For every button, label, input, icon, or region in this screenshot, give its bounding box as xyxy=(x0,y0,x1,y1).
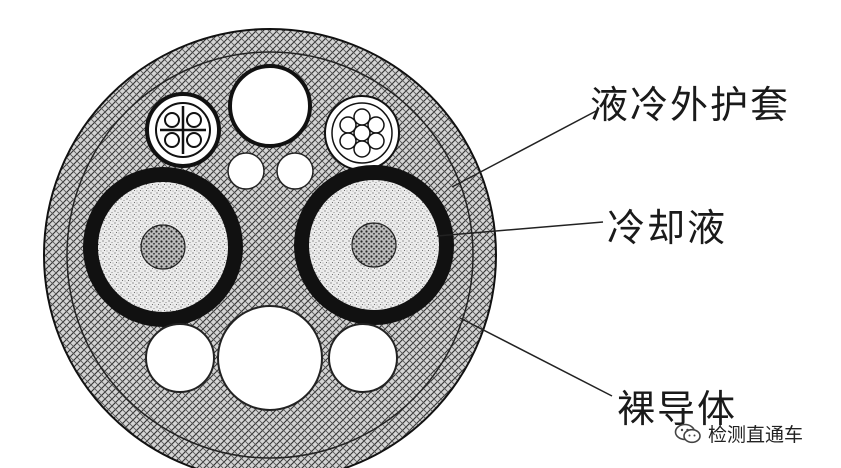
small-filler-left xyxy=(227,152,265,190)
right-power-core xyxy=(294,165,454,325)
label-jacket: 液冷外护套 xyxy=(590,83,791,127)
leader-line-coolant xyxy=(436,221,604,237)
label-coolant: 冷却液 xyxy=(607,206,728,250)
top-right-stranded-cable xyxy=(324,95,400,171)
leader-line-conductor xyxy=(459,317,613,397)
small-filler-right xyxy=(276,152,314,190)
top-center-white-core xyxy=(228,64,312,148)
wechat-icon xyxy=(674,423,702,445)
leader-line-jacket xyxy=(451,109,599,188)
watermark-text: 检测直通车 xyxy=(708,424,804,446)
label-conductor: 裸导体 xyxy=(617,387,738,431)
top-left-signal-cable xyxy=(145,92,221,168)
left-power-core xyxy=(83,167,243,327)
bottom-center-core xyxy=(217,305,323,411)
watermark: 检测直通车 xyxy=(674,420,803,447)
jacket-inner-boundary xyxy=(66,51,474,459)
bottom-left-core xyxy=(145,323,215,393)
bottom-right-core xyxy=(328,323,398,393)
